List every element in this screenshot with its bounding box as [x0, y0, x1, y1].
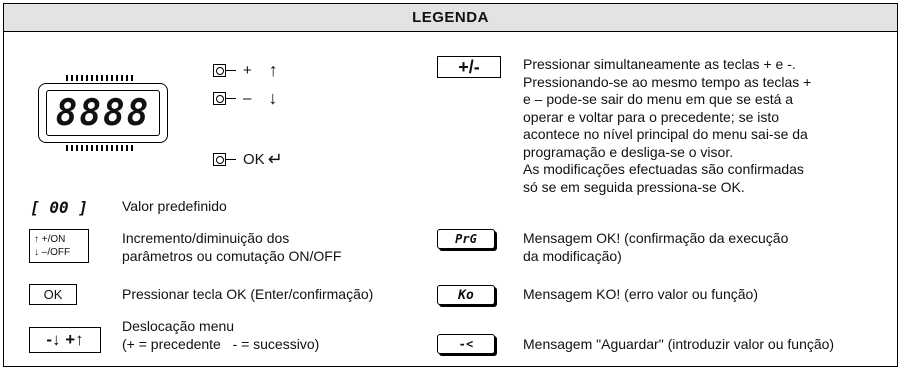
display-pins-bottom: [66, 145, 134, 151]
plus-sign: +: [243, 62, 252, 79]
ok-key: OK: [29, 284, 77, 305]
button-square-icon: [213, 92, 226, 105]
plus-minus-key: +/-: [437, 56, 501, 78]
ko-message-text: Mensagem KO! (erro valor ou função): [523, 286, 758, 302]
ok-button-legend: OK ↵: [213, 149, 283, 170]
menu-scroll-text: Deslocação menu (+ = precedente - = suce…: [122, 318, 320, 352]
increment-decrement-text: Incremento/diminuição dos parâmetros ou …: [122, 230, 342, 264]
lcd-display-illustration: 8888: [36, 75, 171, 153]
button-square-icon: [213, 153, 226, 166]
plus-button-legend: + ↑: [213, 60, 278, 81]
default-value-key: [ 00 ]: [29, 196, 89, 218]
wait-message-text: Mensagem "Aguardar" (introduzir valor ou…: [523, 336, 835, 352]
enter-icon: ↵: [267, 149, 283, 169]
legend-header: LEGENDA: [4, 4, 897, 32]
plus-minus-text: Pressionar simultaneamente as teclas + e…: [523, 56, 812, 195]
arrow-down-icon: ↓: [268, 88, 278, 108]
menu-scroll-key: -↓ +↑: [29, 327, 101, 353]
prg-message-key: PrG: [437, 229, 495, 249]
display-window: 8888: [46, 90, 160, 136]
ok-label: OK: [243, 151, 265, 168]
minus-button-legend: – ↓: [213, 88, 277, 109]
legend-title: LEGENDA: [412, 9, 489, 26]
display-digits: 8888: [55, 92, 151, 134]
button-square-icon: [213, 64, 226, 77]
ko-message-key: Ko: [437, 285, 495, 305]
ok-key-text: Pressionar tecla OK (Enter/confirmação): [122, 286, 374, 302]
display-frame: 8888: [38, 83, 168, 143]
increment-decrement-key: ↑ +/ON ↓ –/OFF: [29, 229, 89, 263]
default-value-text: Valor predefinido: [122, 198, 227, 214]
display-pins-top: [66, 75, 134, 81]
legend-panel: LEGENDA: [3, 3, 898, 367]
wait-message-key: -<: [437, 334, 495, 354]
minus-sign: –: [243, 90, 252, 107]
prg-message-text: Mensagem OK! (confirmação da execução da…: [523, 230, 789, 264]
arrow-up-icon: ↑: [268, 60, 278, 80]
